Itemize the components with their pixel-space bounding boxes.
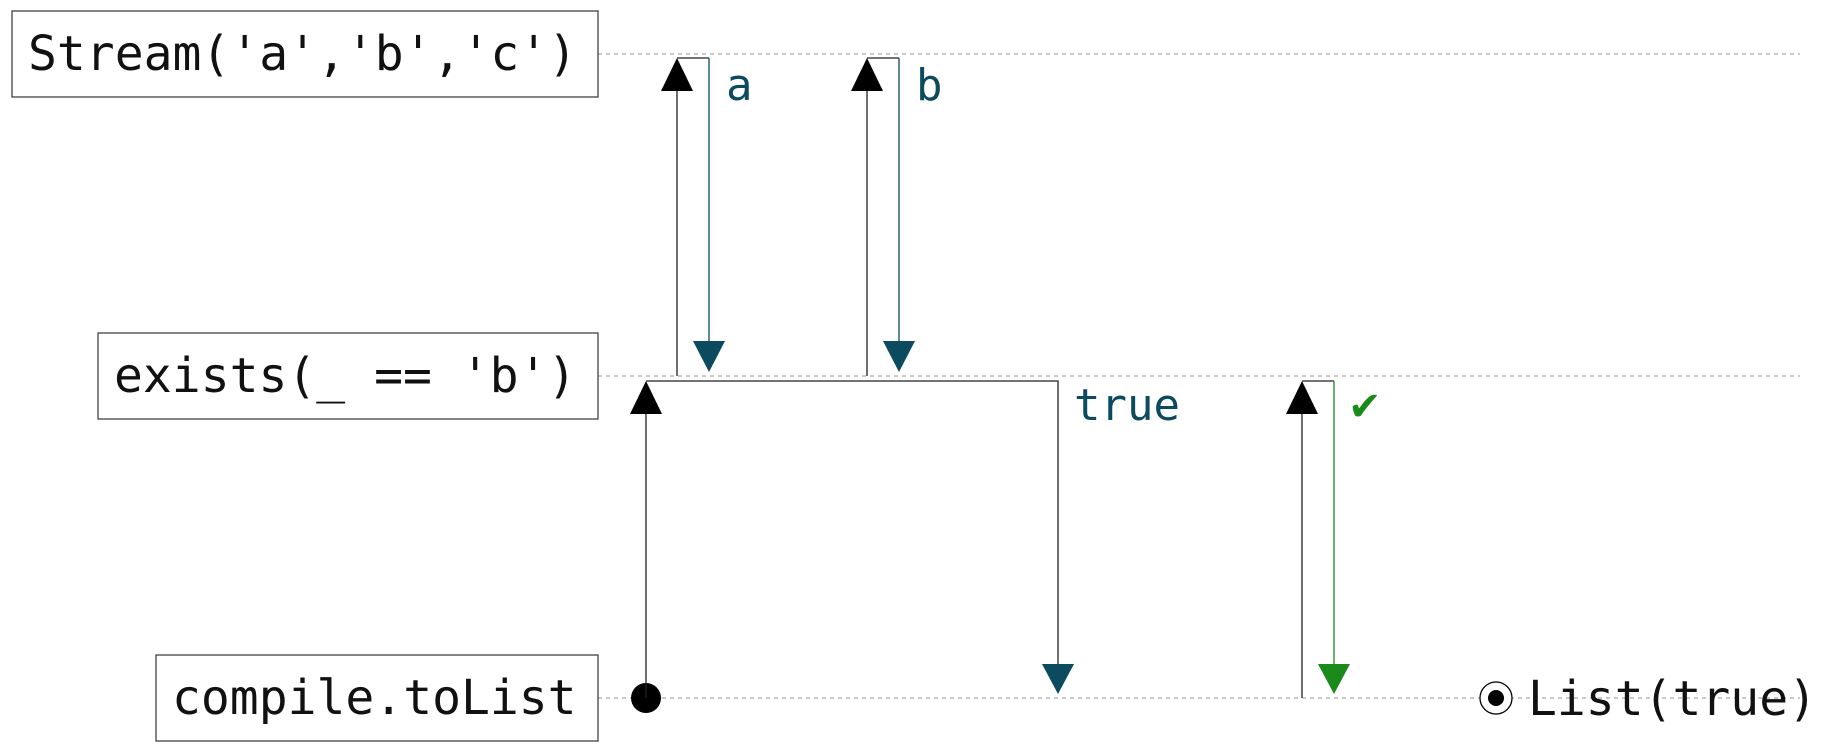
sink-stage: compile.toList <box>155 654 599 742</box>
emission-a-label: a <box>726 60 753 111</box>
completion-arrow <box>1318 381 1350 694</box>
operator-stage: exists(_ == 'b') <box>97 332 599 420</box>
output-value: List(true) <box>1528 671 1817 727</box>
emission-a-arrow <box>693 58 725 372</box>
emission-b-label: b <box>916 60 943 111</box>
source-stage: Stream('a','b','c') <box>11 10 599 98</box>
operator-pull-a-arrow <box>661 57 709 376</box>
target-circle-icon <box>1479 681 1513 715</box>
emission-b-arrow <box>883 58 915 372</box>
completion-check-icon: ✔ <box>1348 384 1382 430</box>
operator-stage-label: exists(_ == 'b') <box>114 348 576 404</box>
operator-pull-b-arrow <box>851 57 899 376</box>
source-stage-label: Stream('a','b','c') <box>28 26 577 82</box>
sink-pull-arrow <box>630 380 1059 698</box>
result-label: true <box>1074 380 1180 431</box>
sink-second-pull-arrow <box>1286 380 1334 698</box>
result-arrow <box>1042 664 1074 694</box>
sink-stage-label: compile.toList <box>172 670 577 726</box>
